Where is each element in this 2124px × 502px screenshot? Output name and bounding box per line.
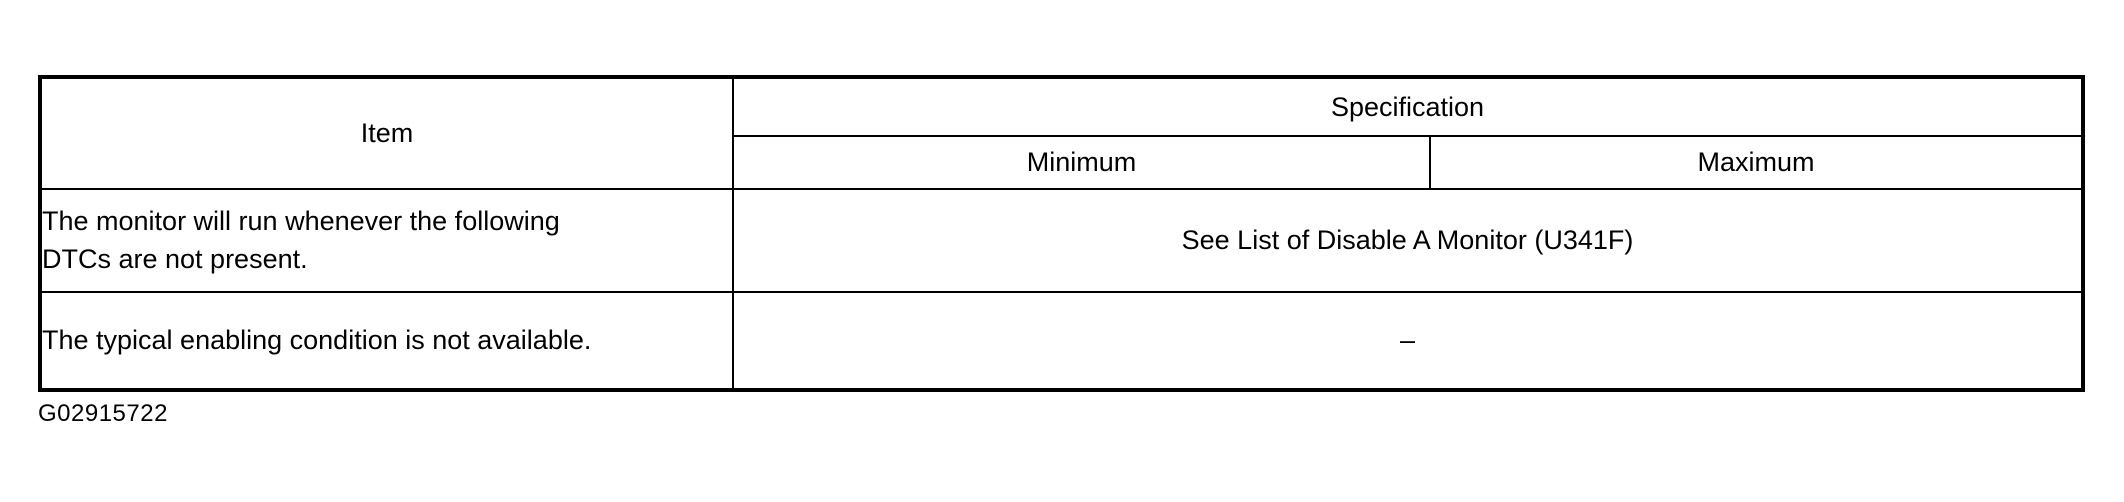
table-row: The monitor will run whenever the follow… <box>39 188 2084 293</box>
row-item-line: The typical enabling condition is not av… <box>42 324 592 355</box>
table-header-row-1: Item Specification <box>39 76 2084 190</box>
table-row: The typical enabling condition is not av… <box>39 291 2084 391</box>
column-header-maximum: Maximum <box>1429 135 2084 190</box>
row-item-line: DTCs are not present. <box>42 243 308 274</box>
column-header-specification: Specification <box>732 76 2084 137</box>
column-header-item: Item <box>39 76 734 190</box>
row-item-line: The monitor will run whenever the follow… <box>42 206 560 237</box>
figure-id-caption: G02915722 <box>38 400 168 427</box>
row-item-cell: The typical enabling condition is not av… <box>39 291 734 391</box>
table-header-row-2: Minimum Maximum <box>40 135 2084 190</box>
row-specification-cell: See List of Disable A Monitor (U341F) <box>732 188 2084 293</box>
not-available-dash: – <box>1399 325 1416 355</box>
column-header-minimum: Minimum <box>732 135 1431 190</box>
specification-table: Item Specification Minimum Maximum The m… <box>38 75 2085 392</box>
row-item-cell: The monitor will run whenever the follow… <box>39 188 734 293</box>
row-specification-cell: – <box>732 291 2084 391</box>
